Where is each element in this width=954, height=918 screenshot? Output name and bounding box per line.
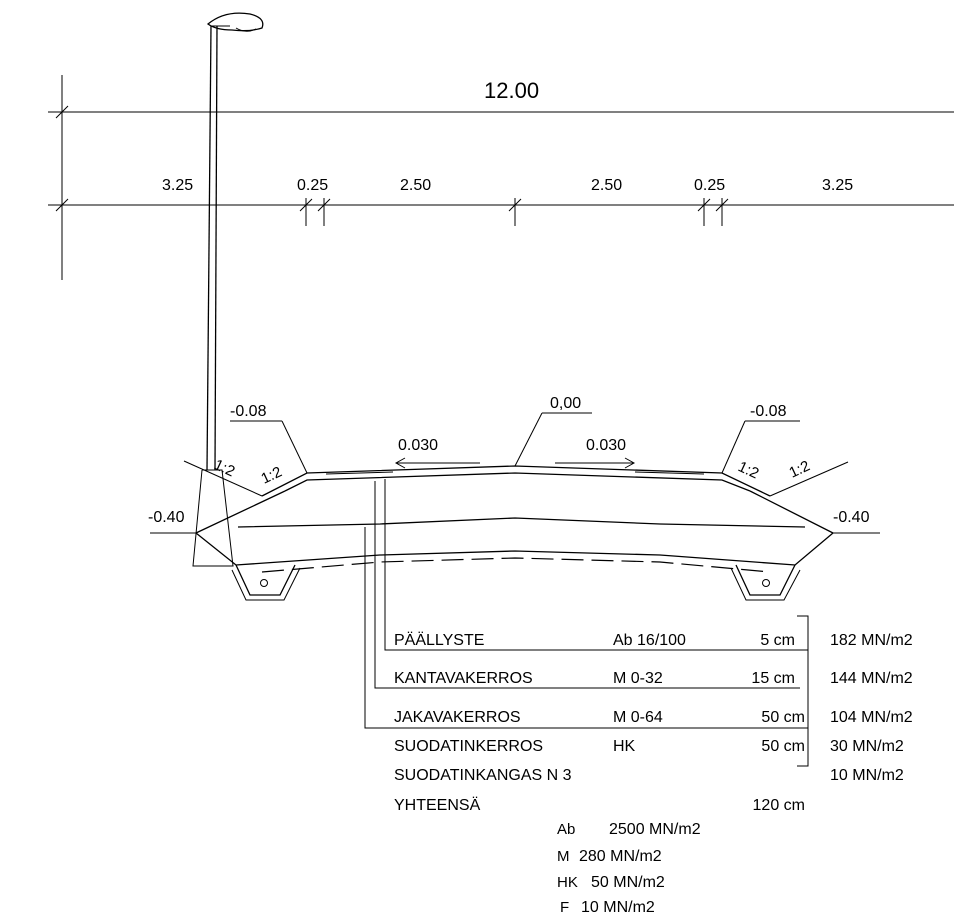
tick-center — [508, 198, 522, 226]
road-structure — [150, 412, 880, 767]
tick-0-25-right-b — [715, 198, 729, 226]
layer-thickness-1: 5 cm — [760, 632, 795, 649]
slope-left-inner: 1:2 — [259, 463, 285, 487]
slope-right-inner: 1:2 — [735, 458, 761, 482]
layer-material-1: Ab 16/100 — [613, 632, 686, 649]
layer-name-3: JAKAVAKERROS — [394, 709, 521, 726]
dimension-segment-3: 2.50 — [400, 177, 431, 194]
legend-value-2: 280 MN/m2 — [579, 848, 662, 865]
total-thickness: 120 cm — [753, 797, 805, 814]
legend-value-3: 50 MN/m2 — [591, 874, 665, 891]
dimension-segment-6: 3.25 — [822, 177, 853, 194]
layer-modulus-2: 144 MN/m2 — [830, 670, 913, 687]
legend-code-4: F — [560, 899, 569, 916]
layer-modulus-1: 182 MN/m2 — [830, 632, 913, 649]
layer-thickness-2: 15 cm — [751, 670, 795, 687]
legend-code-2: M — [557, 848, 570, 865]
elevation-center: 0,00 — [550, 395, 581, 412]
layer-name-2: KANTAVAKERROS — [394, 670, 533, 687]
layer-thickness-4: 50 cm — [761, 738, 805, 755]
slope-right-outer: 1:2 — [787, 457, 813, 481]
dimension-segment-4: 2.50 — [591, 177, 622, 194]
tick-0-25-right-a — [697, 198, 711, 226]
elevation-right-bottom: -0.40 — [833, 509, 870, 526]
layer-name-1: PÄÄLLYSTE — [394, 631, 484, 649]
modulus-legend: Ab 2500 MN/m2 M 280 MN/m2 HK 50 MN/m2 F … — [557, 821, 701, 916]
layer-modulus-3: 104 MN/m2 — [830, 709, 913, 726]
elevation-right-edge: -0.08 — [750, 403, 787, 420]
layer-modulus-4: 30 MN/m2 — [830, 738, 904, 755]
layer-table: PÄÄLLYSTE Ab 16/100 5 cm 182 MN/m2 KANTA… — [394, 631, 913, 814]
dimension-segment-5: 0.25 — [694, 177, 725, 194]
layer-thickness-3: 50 cm — [761, 709, 805, 726]
total-label: YHTEENSÄ — [394, 796, 481, 814]
legend-code-3: HK — [557, 874, 578, 891]
tick-0-25-left-b — [317, 198, 331, 226]
dimension-segment-1: 3.25 — [162, 177, 193, 194]
dimension-lines — [48, 75, 954, 280]
legend-value-1: 2500 MN/m2 — [609, 821, 701, 838]
layer-material-3: M 0-64 — [613, 709, 663, 726]
layer-material-4: HK — [613, 738, 636, 755]
elevation-left-bottom: -0.40 — [148, 509, 185, 526]
layer-name-5: SUODATINKANGAS N 3 — [394, 767, 572, 784]
layer-modulus-5: 10 MN/m2 — [830, 767, 904, 784]
slope-crossfall-right: 0.030 — [586, 437, 626, 454]
elevation-left-edge: -0.08 — [230, 403, 267, 420]
tick-0-25-left-a — [299, 198, 313, 226]
dimension-segment-2: 0.25 — [297, 177, 328, 194]
street-light-icon — [206, 12, 264, 471]
slope-crossfall-left: 0.030 — [398, 437, 438, 454]
legend-value-4: 10 MN/m2 — [581, 899, 655, 916]
layer-name-4: SUODATINKERROS — [394, 738, 543, 755]
dimension-total: 12.00 — [484, 78, 539, 103]
layer-material-2: M 0-32 — [613, 670, 663, 687]
legend-code-1: Ab — [557, 821, 575, 838]
